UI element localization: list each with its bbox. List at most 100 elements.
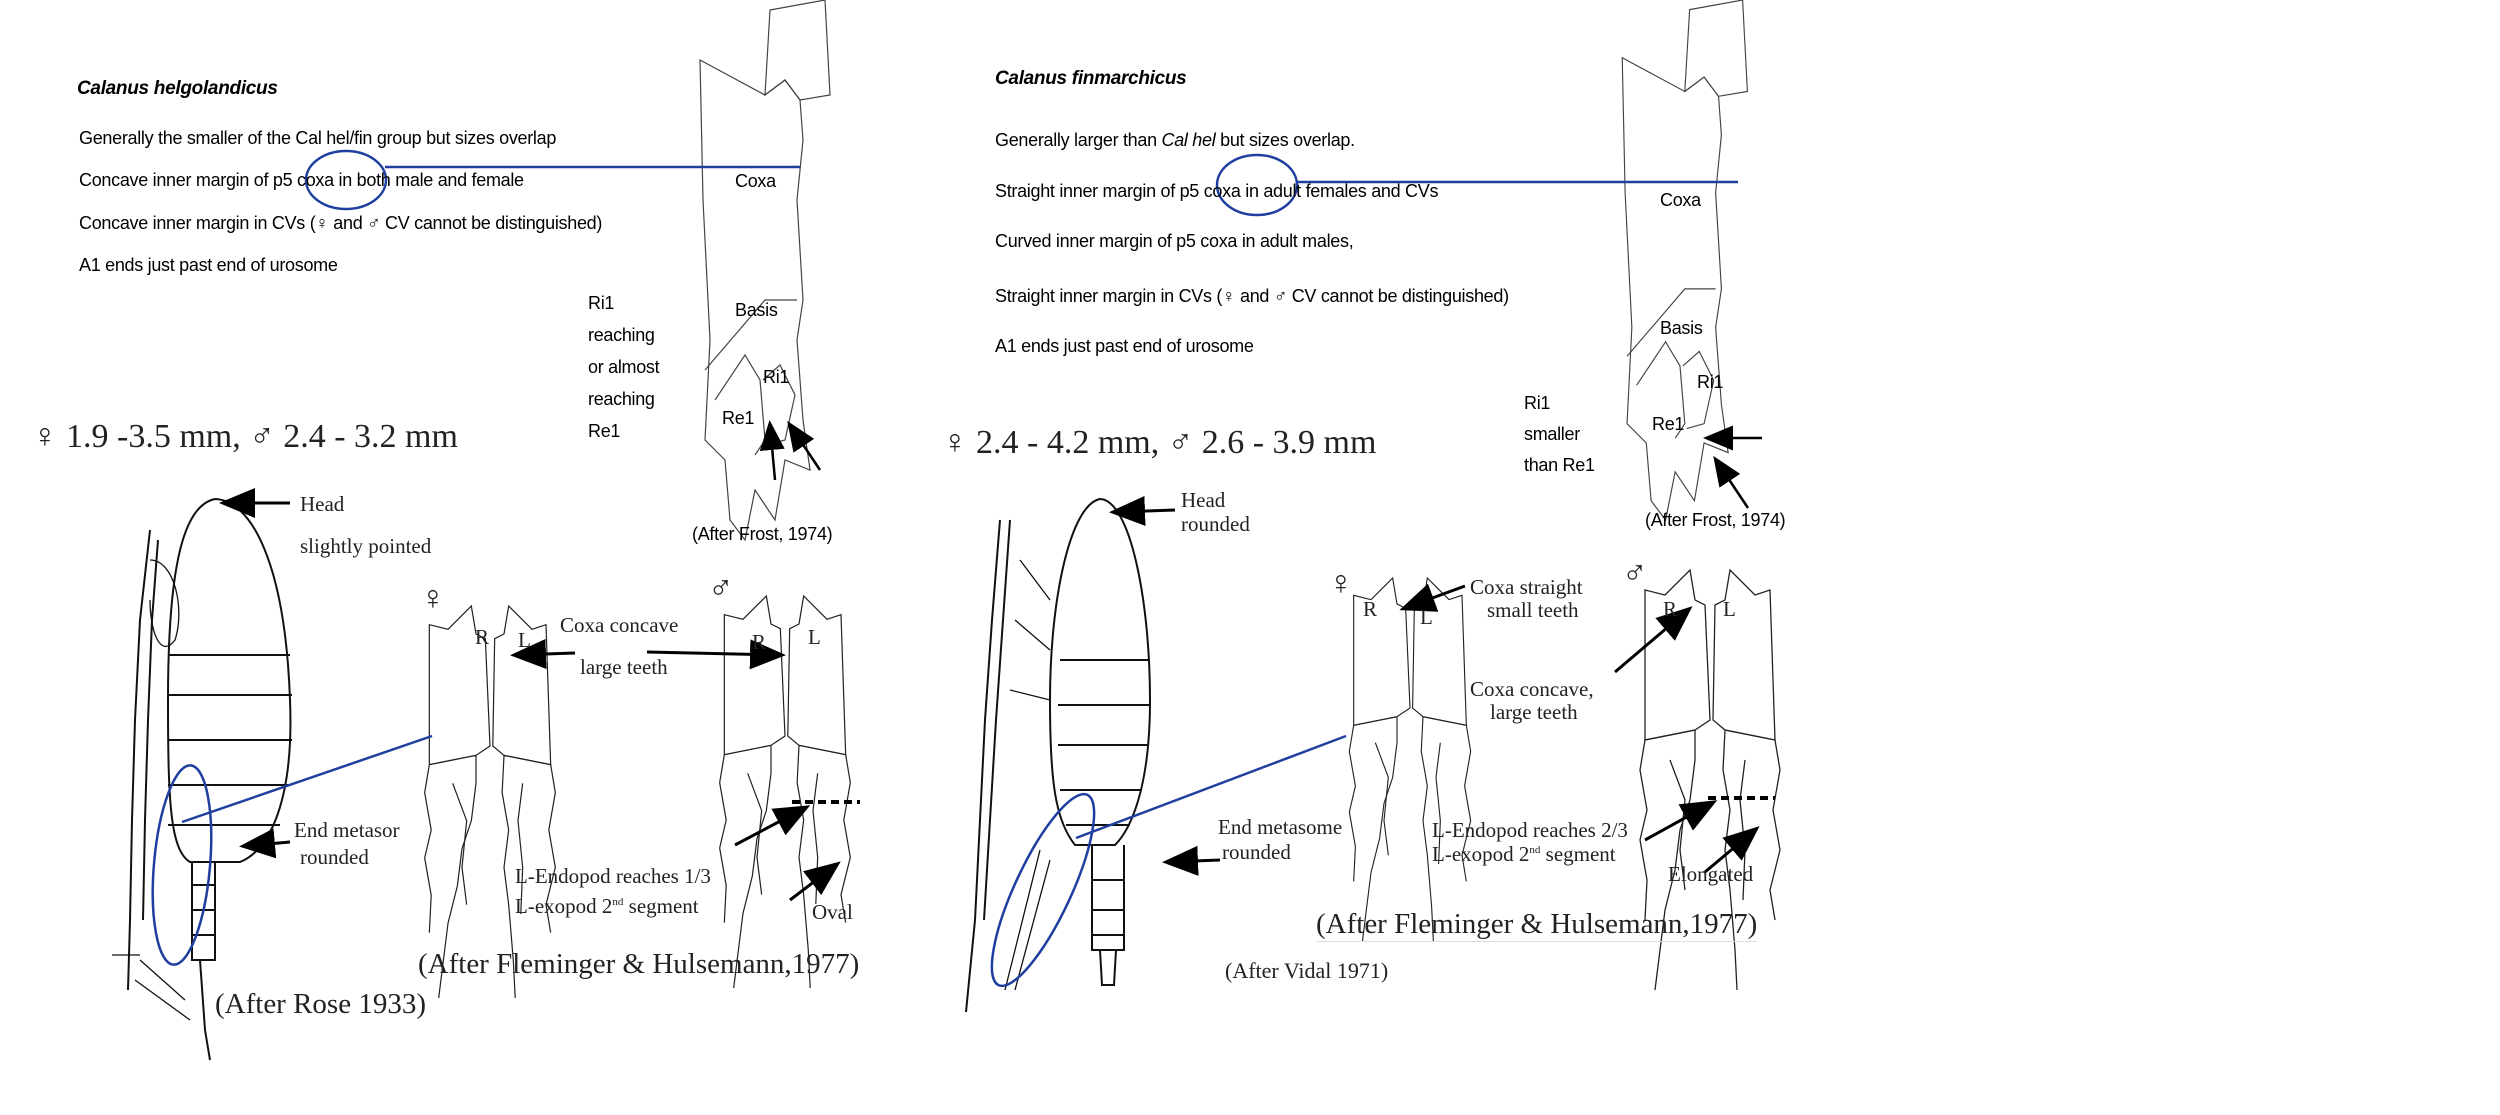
right-body-credit: (After Vidal 1971) [1225,958,1389,983]
exopod-sup: nd [1529,844,1541,856]
left-coxa-desc-teeth: large teeth [580,655,668,679]
highlight-circle [304,149,388,211]
exopod-text-end: segment [1540,842,1616,866]
right-size-range: ♀ 2.4 - 4.2 mm, ♂ 2.6 - 3.9 mm [942,424,1377,461]
right-head-desc: rounded [1181,512,1250,536]
left-line-2: Concave inner margin of p5 coxa in both … [79,170,524,190]
right-copepod-drawing [965,497,1152,1013]
right-coxa-label: Coxa [1660,190,1701,210]
left-female-symbol: ♀ [420,580,446,617]
right-p5-credit: (After Frost, 1974) [1645,510,1786,530]
left-p5-note-2: reaching [588,325,655,345]
arrow-icon [646,639,786,670]
arrow-icon [734,805,811,847]
right-basis-label: Basis [1660,318,1703,338]
left-male-symbol: ♂ [708,570,734,607]
right-p5-note-2: smaller [1524,424,1580,444]
line-text-italic: Cal hel [1161,130,1216,150]
arrow-icon [1713,455,1750,509]
arrow-icon [1109,496,1176,526]
left-line-1: Generally the smaller of the Cal hel/fin… [79,128,557,148]
arrow-icon [510,638,576,669]
left-metasome-label: End metasor [294,818,400,842]
arrow-icon [789,861,841,902]
right-metasome-desc: rounded [1222,840,1291,864]
left-male-r: R [752,630,767,654]
left-re1-label: Re1 [722,408,755,428]
right-line-5: A1 ends just past end of urosome [995,336,1254,356]
exopod-sup: nd [612,896,624,908]
right-male-l: L [1723,597,1736,621]
left-p5-note-3: or almost [588,357,660,377]
left-coxa-desc-label: Coxa concave [560,613,679,637]
arrow-icon [239,828,291,859]
right-male-r: R [1663,597,1678,621]
right-p5-drawing [1621,0,1749,521]
right-female-l: L [1420,605,1433,629]
highlight-circle [1215,153,1299,217]
right-female-r: R [1363,597,1378,621]
left-p5-note-1: Ri1 [588,293,615,313]
exopod-text-end: segment [623,894,699,918]
left-endopod-label: L-Endopod reaches 1/3 [515,864,711,888]
right-exopod-label: L-exopod 2nd segment [1432,842,1616,867]
left-title: Calanus helgolandicus [77,78,278,99]
arrow-icon [1644,800,1718,842]
left-female-legs-drawing [424,605,556,999]
line-text: Generally larger than [995,130,1162,150]
right-line-3: Curved inner margin of p5 coxa in adult … [995,231,1354,251]
left-body-credit: (After Rose 1933) [215,988,427,1020]
left-size-range: ♀ 1.9 -3.5 mm, ♂ 2.4 - 3.2 mm [32,418,458,455]
highlight-connector [181,734,433,824]
highlight-connector [1075,734,1347,840]
right-endopod-label: L-Endopod reaches 2/3 [1432,818,1628,842]
right-line-4: Straight inner margin in CVs (♀ and ♂ CV… [995,286,1509,306]
arrow-icon [759,420,785,481]
left-p5-note-4: reaching [588,389,655,409]
right-male-symbol: ♂ [1622,555,1648,592]
exopod-text: L-exopod 2 [1432,842,1530,866]
right-p5-note-3: than Re1 [1524,455,1595,475]
left-p5-drawing [699,0,831,541]
exopod-text: L-exopod 2 [515,894,613,918]
right-metasome-label: End metasome [1218,815,1343,839]
left-basis-label: Basis [735,300,778,320]
right-legs-credit: (After Fleminger & Hulsemann,1977) [1316,908,1758,942]
highlight-ellipse [151,764,213,966]
right-coxa-f-label: Coxa straight [1470,575,1583,599]
left-female-r: R [475,625,490,649]
arrow-icon [1704,826,1760,874]
right-coxa-m-desc: large teeth [1490,700,1578,724]
arrow-icon [787,420,822,471]
right-ri1-label: Ri1 [1697,372,1724,392]
arrow-icon [1162,845,1221,876]
highlight-ellipse [990,792,1096,988]
left-line-4: A1 ends just past end of urosome [79,255,338,275]
right-female-legs-drawing [1348,577,1472,943]
right-title: Calanus finmarchicus [995,68,1187,89]
left-metasome-desc: rounded [300,845,369,869]
right-tip-label: Elongated [1668,862,1754,886]
arrow-icon [1614,606,1693,674]
left-coxa-label: Coxa [735,171,776,191]
left-tip-label: Oval [812,900,853,924]
right-line-2: Straight inner margin of p5 coxa in adul… [995,181,1439,201]
right-coxa-m-label: Coxa concave, [1470,677,1594,701]
right-coxa-f-desc: small teeth [1487,598,1579,622]
right-head-label: Head [1181,488,1226,512]
line-text-end: but sizes overlap. [1215,130,1355,150]
arrow-icon [1399,583,1466,612]
left-head-desc: slightly pointed [300,534,432,558]
right-re1-label: Re1 [1652,414,1685,434]
left-copepod-drawing [112,497,292,1061]
left-head-label: Head [300,492,345,516]
right-p5-note-1: Ri1 [1524,393,1551,413]
left-legs-credit: (After Fleminger & Hulsemann,1977) [418,948,860,980]
left-p5-note-5: Re1 [588,421,621,441]
left-female-l: L [518,628,531,652]
left-exopod-label: L-exopod 2nd segment [515,894,699,919]
left-line-3: Concave inner margin in CVs (♀ and ♂ CV … [79,213,603,233]
right-female-symbol: ♀ [1328,565,1354,602]
